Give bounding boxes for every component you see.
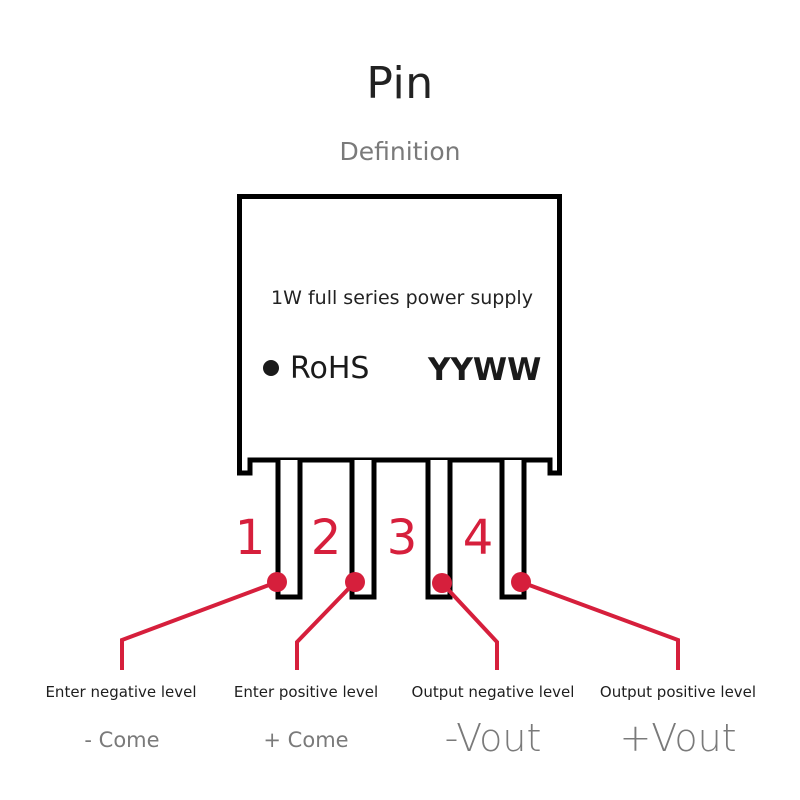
pin-1-function-label: Enter negative level xyxy=(45,683,197,701)
pin-2-name: + Come xyxy=(263,728,349,752)
chip-body-outline xyxy=(237,194,562,476)
pin-3-leg xyxy=(425,460,453,600)
pin-2-dot xyxy=(345,572,365,592)
page-subtitle: Definition xyxy=(339,137,461,166)
pin-1-name: - Come xyxy=(84,728,160,752)
pin-1-leader-line xyxy=(120,580,278,670)
rohs-dot-icon xyxy=(263,360,279,376)
pin-4-dot xyxy=(511,572,531,592)
pin-2-leader-line xyxy=(295,580,357,670)
pin-3-dot xyxy=(432,573,452,593)
pin-1-dot xyxy=(267,572,287,592)
rohs-label: RoHS xyxy=(290,351,369,386)
pin-4-leg xyxy=(499,460,527,600)
pin-3-function-label: Output negative level xyxy=(411,683,575,701)
pin-3-number: 3 xyxy=(387,510,418,566)
pin-3-leader-line xyxy=(440,581,499,670)
pin-4-number: 4 xyxy=(463,510,494,566)
pin-3-name: -Vout xyxy=(444,716,542,760)
pin-4-leader-line xyxy=(520,580,680,670)
date-code: YYWW xyxy=(427,352,541,388)
pin-4-function-label: Output positive level xyxy=(599,683,757,701)
pin-2-function-label: Enter positive level xyxy=(233,683,379,701)
pin-4-name: +Vout xyxy=(619,716,737,760)
chip-description: 1W full series power supply xyxy=(271,287,533,309)
pin-2-number: 2 xyxy=(311,510,342,566)
page-title: Pin xyxy=(366,58,434,109)
pin-1-leg xyxy=(275,460,303,600)
pin-1-number: 1 xyxy=(235,510,266,566)
pin-2-leg xyxy=(349,460,377,600)
